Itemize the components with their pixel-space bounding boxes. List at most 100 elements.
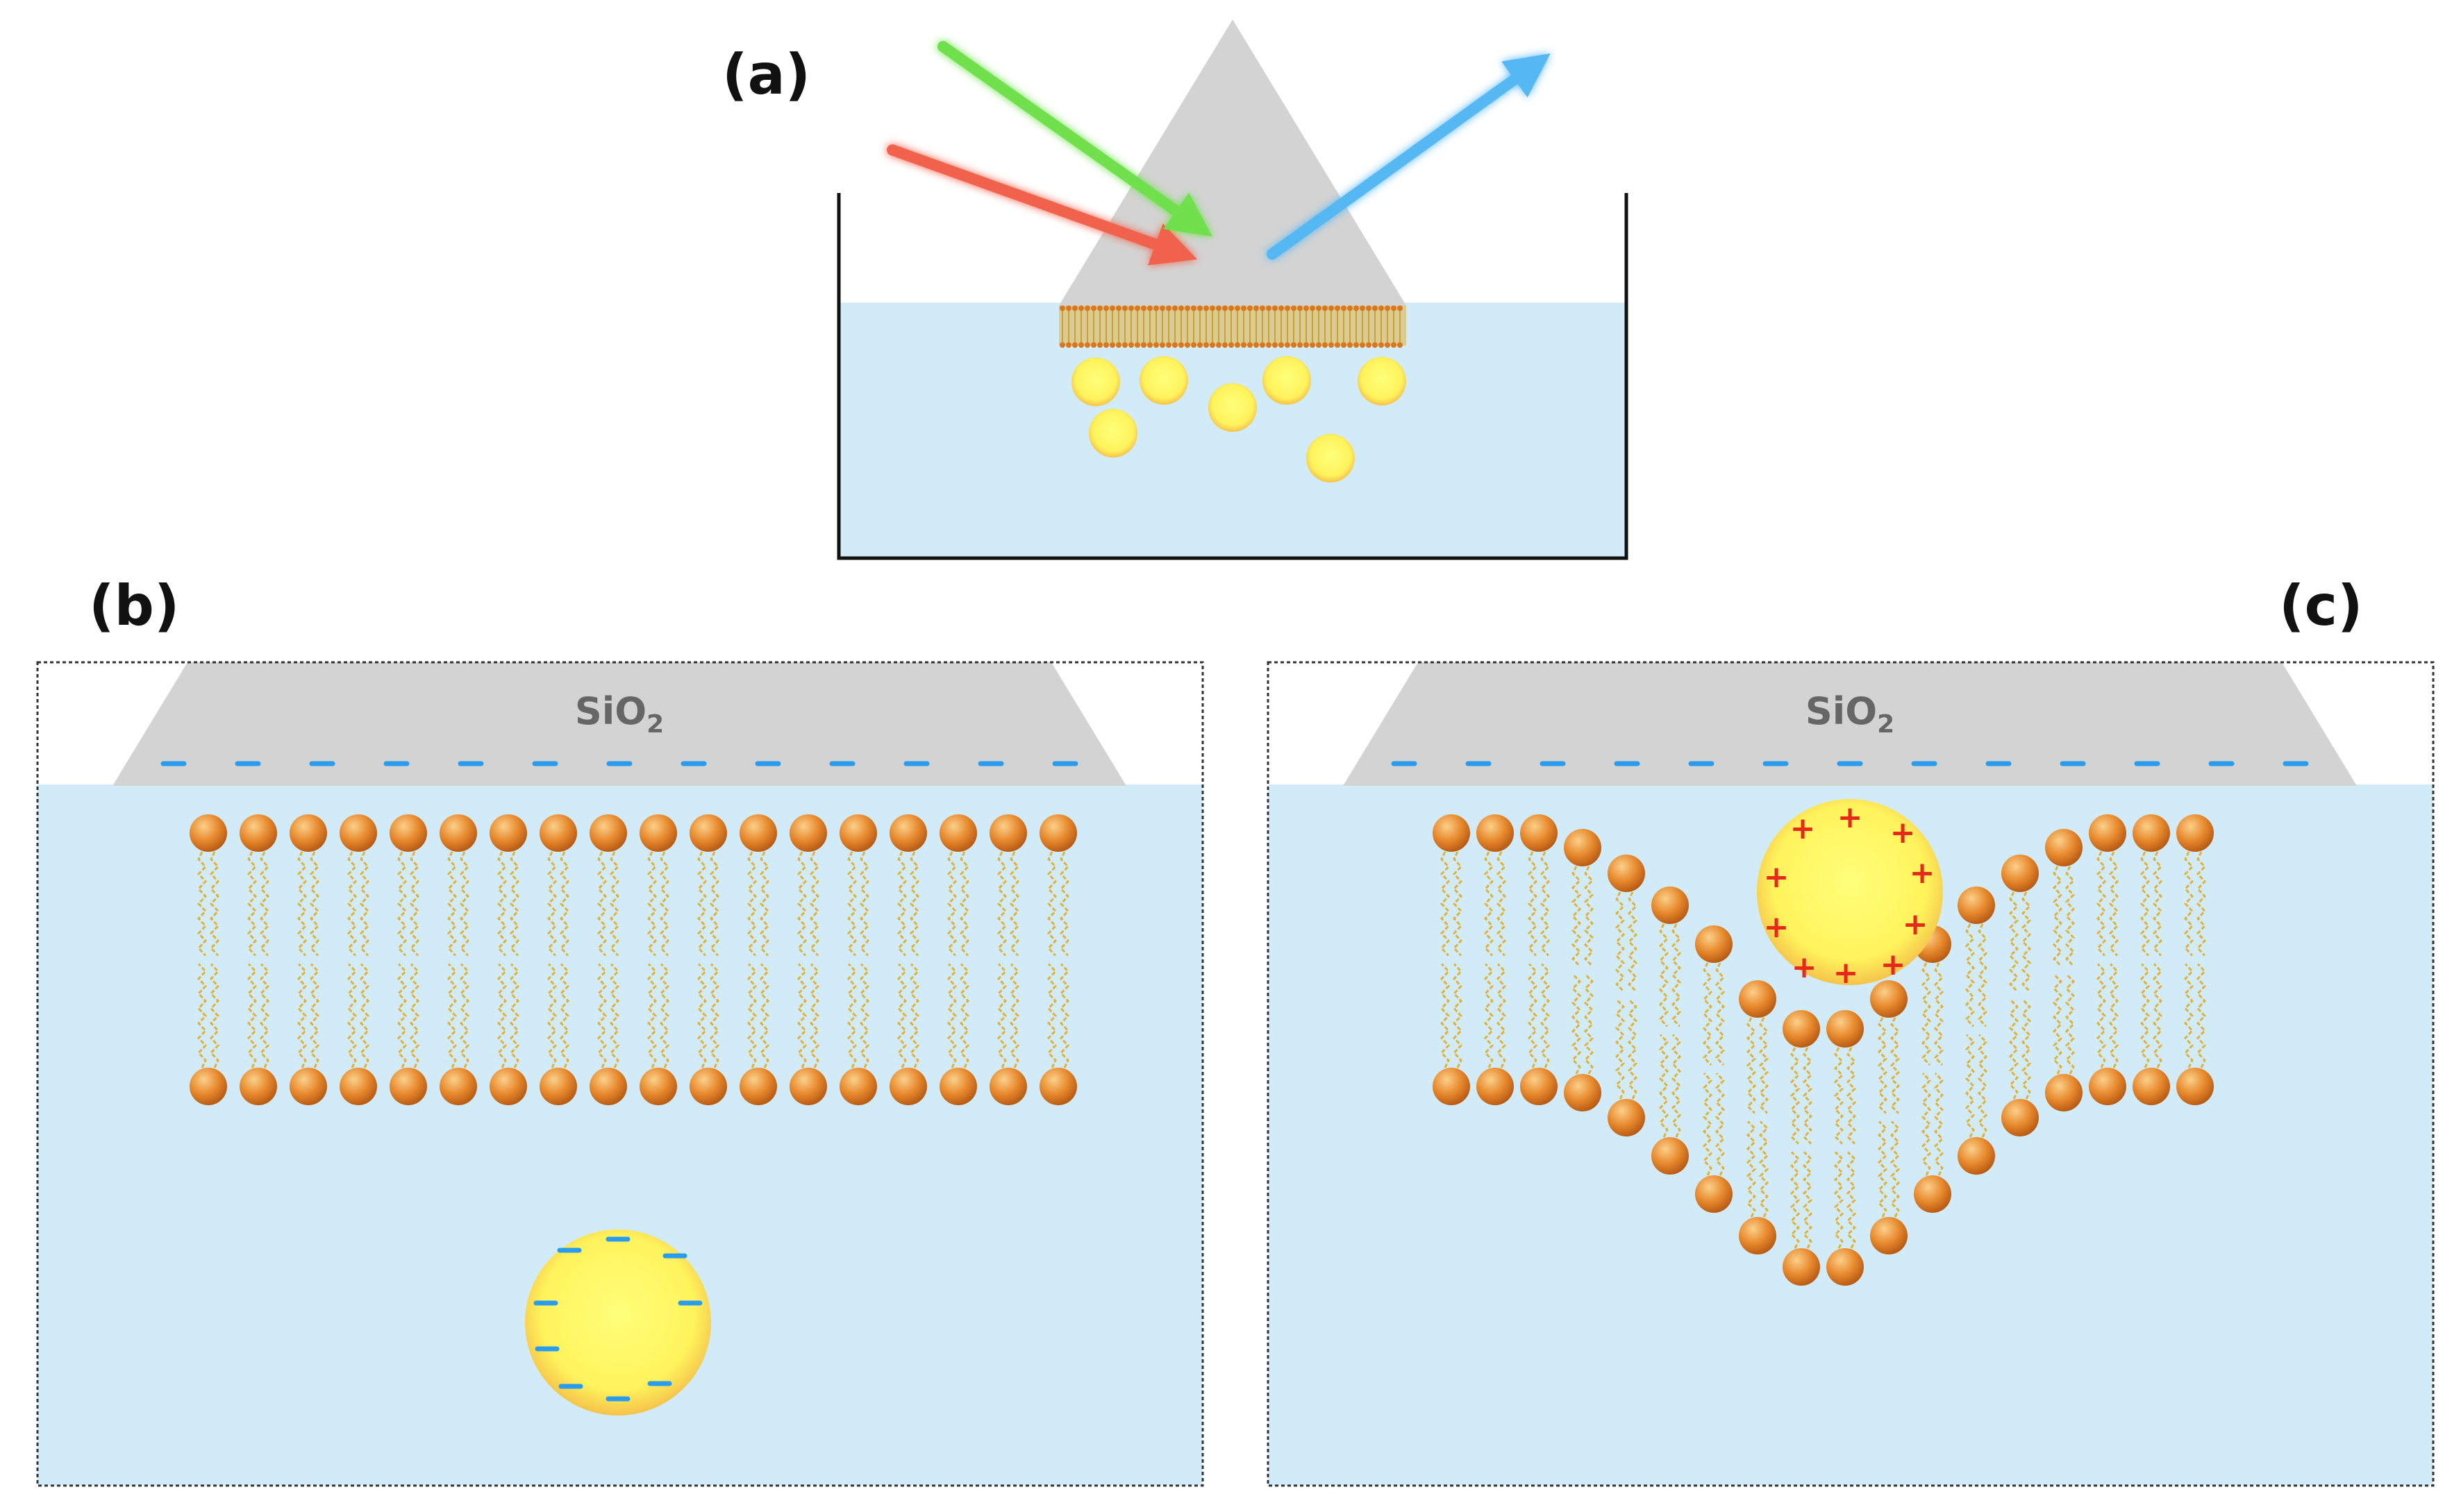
lipid-tail xyxy=(1540,963,1551,1068)
lipid-tail xyxy=(1627,891,1638,993)
monolayer-head-bottom xyxy=(1291,342,1296,348)
lipid-head xyxy=(1476,814,1514,852)
lipid-tail xyxy=(409,851,420,957)
lipid-tail xyxy=(297,851,308,957)
sio2-subscript-c: 2 xyxy=(1877,710,1894,739)
monolayer-head-top xyxy=(1328,305,1334,311)
lipid-head xyxy=(840,1068,877,1105)
lipid-head xyxy=(690,1068,727,1105)
particle-c xyxy=(1757,799,1943,985)
lipid-tail xyxy=(597,963,608,1068)
monolayer-head-top xyxy=(1278,305,1284,311)
lipid-tail xyxy=(597,851,608,957)
particle-positive-charge: + xyxy=(1764,859,1790,895)
lipid-head xyxy=(790,1068,827,1105)
monolayer-head-top xyxy=(1060,305,1065,311)
lipid-tail xyxy=(309,963,320,1068)
lipid-tail xyxy=(1702,962,1713,1066)
lipid-tail xyxy=(796,851,808,957)
lipid-tail xyxy=(2152,851,2163,957)
lipid-tail xyxy=(1977,923,1988,1027)
monolayer-head-top xyxy=(1191,305,1196,311)
lipid-tail xyxy=(659,851,670,957)
monolayer-head-bottom xyxy=(1141,342,1146,348)
lipid-tail xyxy=(1746,1017,1757,1114)
monolayer-head-bottom xyxy=(1297,342,1303,348)
lipid-head xyxy=(890,1068,927,1105)
lipid-head xyxy=(1564,829,1601,866)
lipid-tail xyxy=(259,963,270,1068)
lipid-head xyxy=(1520,814,1558,852)
lipid-head xyxy=(990,1068,1027,1105)
lipid-tail xyxy=(1715,962,1726,1066)
panel-b: (b) SiO2 xyxy=(36,573,1204,1487)
particle-positive-charge: + xyxy=(1790,811,1816,846)
monolayer-head-top xyxy=(1266,305,1271,311)
lipid-tail xyxy=(547,963,558,1068)
monolayer-head-bottom xyxy=(1085,342,1090,348)
monolayer-head-top xyxy=(1203,305,1209,311)
lipid-head xyxy=(290,1068,327,1105)
lipid-tail xyxy=(2064,973,2076,1075)
lipid-tail xyxy=(759,851,770,957)
lipid-head xyxy=(1564,1074,1601,1111)
lipid-tail xyxy=(2021,891,2032,993)
lipid-tail xyxy=(559,963,570,1068)
monolayer-head-top xyxy=(1166,305,1171,311)
monolayer-head-top xyxy=(1091,305,1096,311)
lipid-head xyxy=(1826,1248,1864,1286)
monolayer-head-top xyxy=(1222,305,1228,311)
monolayer-head-bottom xyxy=(1072,342,1078,348)
beam-red xyxy=(887,144,1198,266)
lipid-tail xyxy=(1658,923,1669,1027)
monolayer-head-bottom xyxy=(1241,342,1246,348)
lipid-head xyxy=(340,814,377,852)
lipid-tail xyxy=(1627,998,1638,1100)
lipid-head xyxy=(790,814,827,852)
lipid-tail xyxy=(1802,1151,1813,1249)
monolayer-head-top xyxy=(1303,305,1309,311)
lipid-tail xyxy=(1583,973,1594,1075)
lipid-head xyxy=(1783,1248,1820,1286)
lipid-tail xyxy=(209,963,220,1068)
monolayer-head-bottom xyxy=(1272,342,1278,348)
monolayer-head-top xyxy=(1228,305,1234,311)
lipid-tail xyxy=(996,963,1008,1068)
lipid-tail xyxy=(1059,851,1070,957)
lipid-tail xyxy=(497,963,508,1068)
lipid-tail xyxy=(1889,1120,1901,1218)
lipid-tail xyxy=(1452,851,1463,957)
lipid-tail xyxy=(2096,851,2107,957)
particle-positive-charge: + xyxy=(1903,907,1928,942)
lipid-tail xyxy=(2152,963,2163,1068)
monolayer-head-top xyxy=(1397,305,1403,311)
lipid-tail xyxy=(1658,1034,1669,1138)
monolayer-head-bottom xyxy=(1216,342,1221,348)
lipid-tail xyxy=(859,963,870,1068)
lipid-head xyxy=(1870,980,1908,1018)
particle-a xyxy=(1358,357,1406,405)
lipid-head xyxy=(240,814,277,852)
lipid-head xyxy=(640,1068,677,1105)
monolayer-head-bottom xyxy=(1353,342,1359,348)
lipid-tail xyxy=(547,851,558,957)
lipid-tail xyxy=(1527,963,1538,1068)
lipid-tail xyxy=(846,963,858,1068)
monolayer-head-bottom xyxy=(1166,342,1171,348)
monolayer-head-bottom xyxy=(1347,342,1353,348)
monolayer-head-bottom xyxy=(1147,342,1153,348)
lipid-tail xyxy=(996,851,1008,957)
lipid-head xyxy=(2133,1068,2170,1105)
lipid-tail xyxy=(746,851,758,957)
lipid-tail xyxy=(1964,923,1976,1027)
lipid-tail xyxy=(447,851,458,957)
lipid-head xyxy=(1520,1068,1558,1105)
monolayer-head-bottom xyxy=(1316,342,1321,348)
lipid-head xyxy=(1608,855,1645,892)
monolayer-head-bottom xyxy=(1328,342,1334,348)
monolayer-head-top xyxy=(1066,305,1071,311)
lipid-tail xyxy=(1483,851,1494,957)
monolayer-head-top xyxy=(1147,305,1153,311)
lipid-tail xyxy=(459,963,470,1068)
monolayer-head-bottom xyxy=(1228,342,1234,348)
